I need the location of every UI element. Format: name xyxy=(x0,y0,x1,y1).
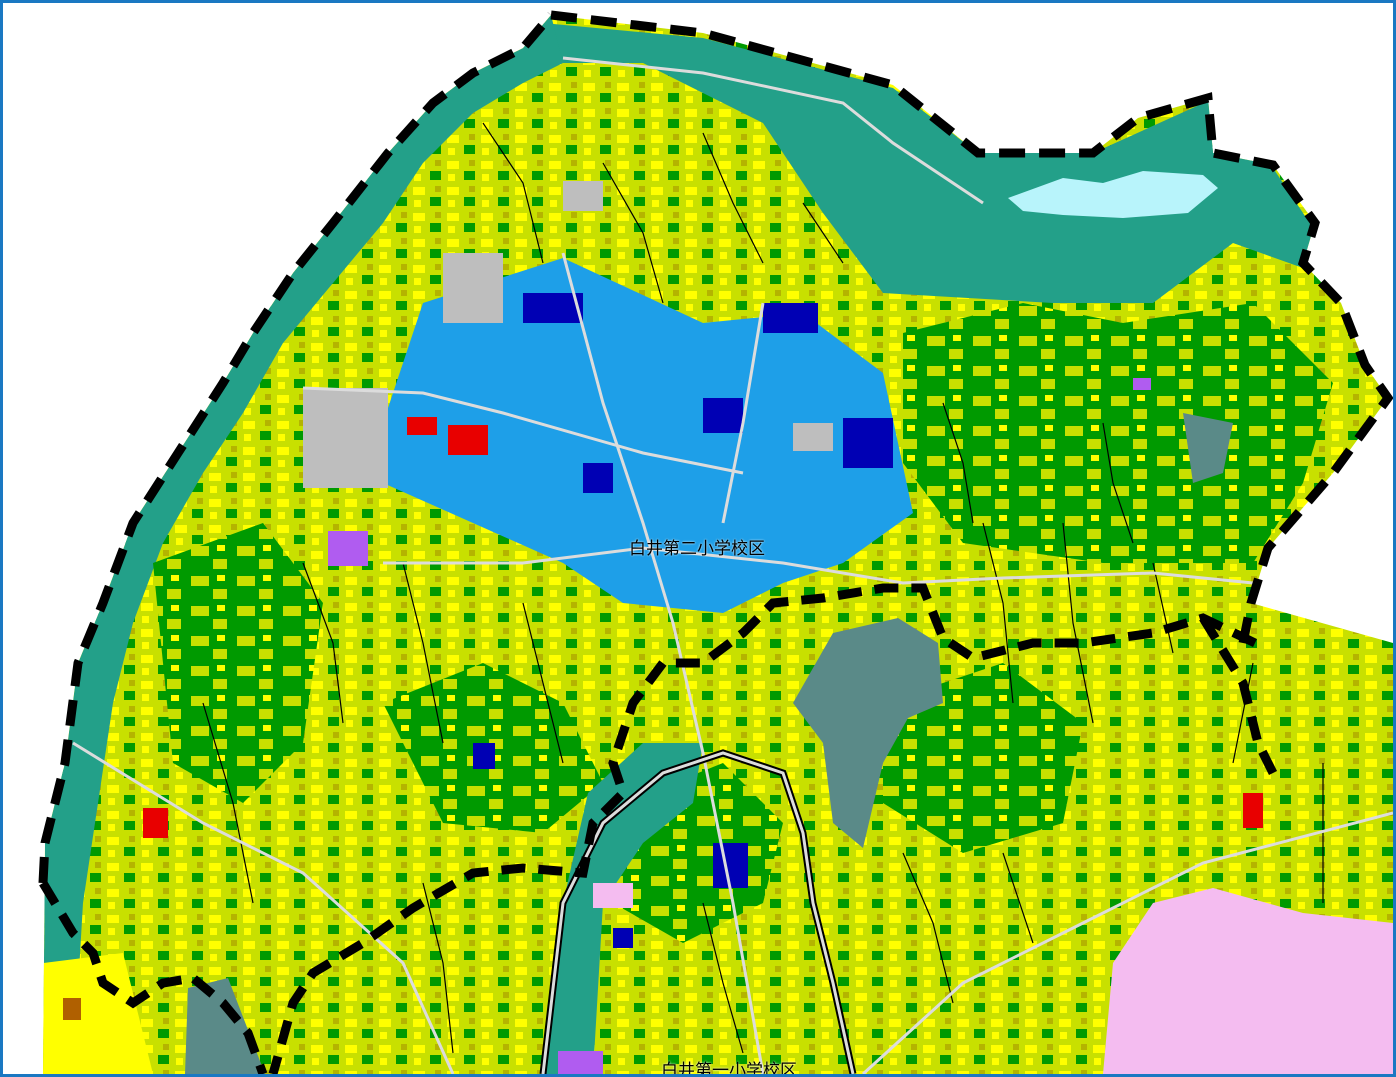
map-canvas xyxy=(38,10,1393,1074)
district-label-shiroi-1: 白井第一小学校区 xyxy=(661,1061,797,1077)
city-boundary-line xyxy=(38,10,1393,884)
district-boundary-line xyxy=(268,583,1257,1074)
district-label-shiroi-2: 白井第二小学校区 xyxy=(629,539,765,559)
land-parcels xyxy=(43,15,1393,1074)
